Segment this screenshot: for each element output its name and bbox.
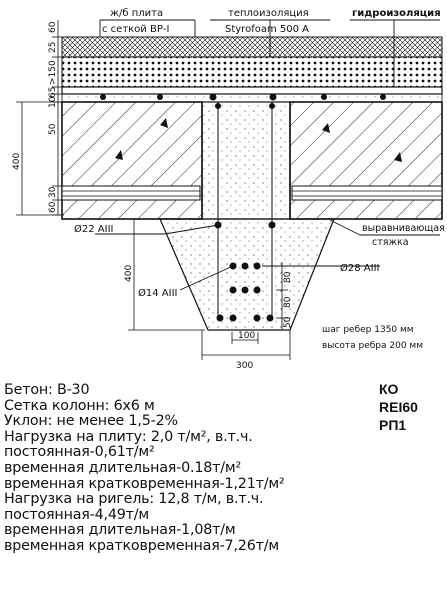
label-waterproofing: гидроизоляция (352, 8, 441, 19)
slab-layers (61, 36, 443, 103)
note-slab-long-term: временная длительная-0.18т/м² (4, 459, 242, 476)
label-rib-height: высота ребра 200 мм (322, 341, 423, 351)
badge-rei60: REI60 (379, 399, 418, 415)
dimension-texts: 60 25 >150 65 10 50 400 30 60 400 80 80 … (12, 21, 293, 371)
label-leveling-1: выравнивающая (362, 223, 445, 234)
fire-rating-block: КО REI60 РП1 (379, 380, 439, 434)
rib-left (61, 101, 203, 220)
dim-300: 300 (236, 361, 253, 371)
dim-65: 65 (48, 87, 58, 98)
dim-80a: 80 (283, 271, 293, 283)
dim-10: 10 (48, 96, 58, 108)
dim-400a: 400 (12, 153, 22, 170)
label-rib-step: шаг ребер 1350 мм (322, 325, 414, 335)
note-girder-short-term: временная кратковременная-7,26т/м (4, 537, 279, 554)
label-insulation-brand: Styrofoam 500 А (225, 24, 309, 35)
dim-50b: 50 (283, 316, 293, 328)
dim-60b: 60 (48, 201, 58, 213)
note-slab-short-term: временная кратковременная-1,21т/м² (4, 475, 285, 492)
waterproofing-layer (61, 86, 443, 95)
note-girder-long-term: временная длительная-1,08т/м (4, 522, 236, 539)
top-slab-layer (61, 36, 443, 58)
note-column-grid: Сетка колонн: 6х6 м (4, 397, 155, 414)
note-girder-permanent: постоянная-4,49т/м (4, 506, 150, 523)
label-mesh: с сеткой ВР-I (102, 24, 169, 35)
note-slope: Уклон: не менее 1,5-2% (4, 413, 178, 430)
label-slab: ж/б плита (110, 8, 163, 19)
note-concrete: Бетон: В-30 (4, 382, 90, 398)
dim-150: >150 (48, 60, 58, 85)
insulation-layer (61, 56, 443, 88)
leader-lines (95, 19, 440, 291)
label-rebar-28: Ø28 АIII (340, 262, 379, 274)
note-slab-load: Нагрузка на плиту: 2,0 т/м², в.т.ч. (4, 428, 253, 445)
label-leveling-2: стяжка (372, 237, 409, 248)
dim-30: 30 (48, 186, 58, 198)
design-notes: Бетон: В-30 Сетка колонн: 6х6 м Уклон: н… (4, 382, 334, 555)
note-slab-permanent: постоянная-0,61т/м² (4, 444, 155, 461)
label-rebar-22: Ø22 АIII (74, 223, 113, 235)
rebar-dots (100, 93, 386, 322)
rib-right (289, 101, 443, 220)
structural-section-drawing: ж/б плита с сеткой ВР-I теплоизоляция St… (12, 8, 445, 371)
drawing-labels: ж/б плита с сеткой ВР-I теплоизоляция St… (74, 8, 445, 351)
note-girder-load: Нагрузка на ригель: 12,8 т/м, в.т.ч. (4, 491, 264, 508)
badge-rp1: РП1 (379, 417, 407, 433)
badge-ko: КО (379, 381, 399, 397)
dim-25: 25 (48, 42, 58, 53)
column-section (159, 101, 335, 331)
label-rebar-14: Ø14 АIII (138, 287, 177, 299)
dim-400b: 400 (124, 265, 134, 282)
label-insulation: теплоизоляция (228, 8, 309, 19)
dim-60: 60 (48, 21, 58, 33)
dim-100: 100 (238, 331, 255, 341)
dimension-lines (16, 20, 291, 360)
dim-80b: 80 (283, 296, 293, 308)
dim-50: 50 (48, 123, 58, 135)
